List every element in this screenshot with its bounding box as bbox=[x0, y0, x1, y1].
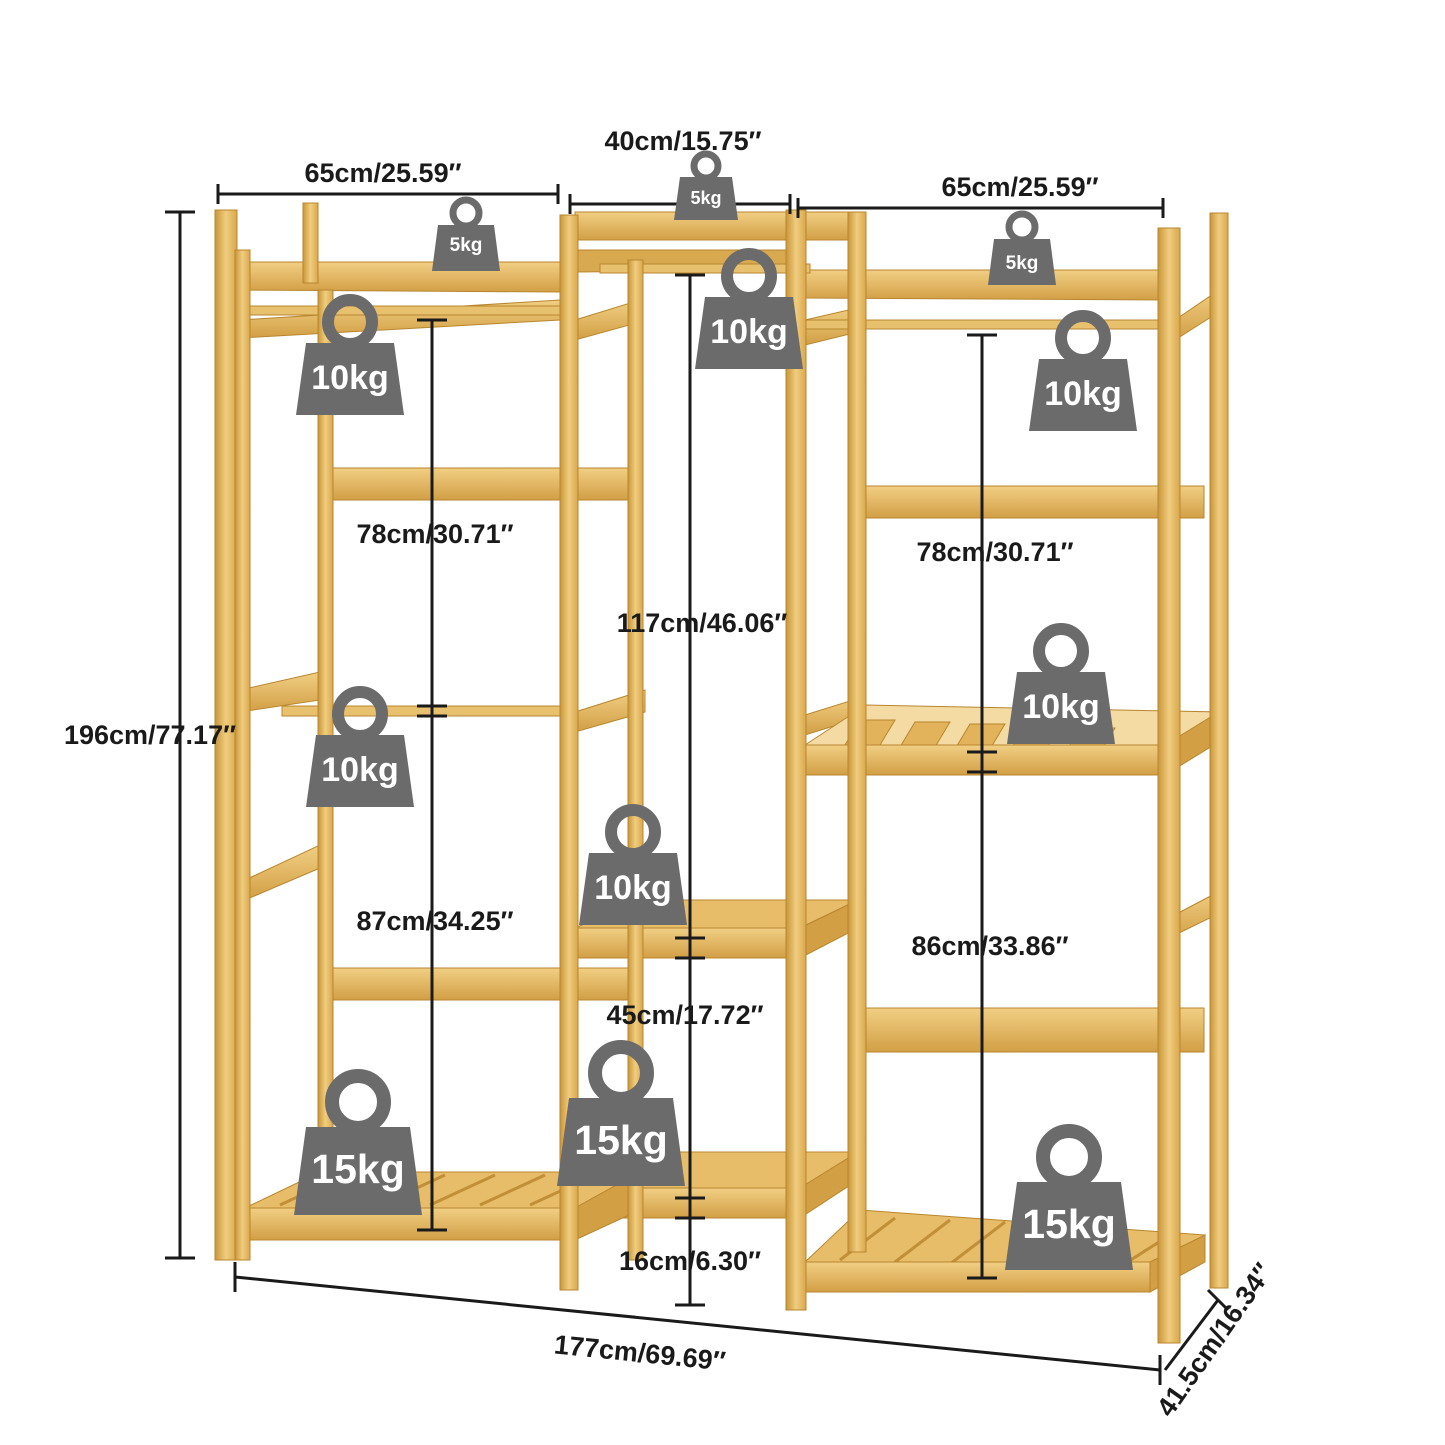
dim-total-width: 177cm/69.69″ bbox=[553, 1330, 727, 1377]
dim-center-bottom: 16cm/6.30″ bbox=[619, 1246, 761, 1276]
weight-icon: 10kg bbox=[296, 294, 404, 415]
weight-label-shelf-center-bottom: 15kg bbox=[574, 1117, 667, 1163]
weight-icon: 15kg bbox=[294, 1069, 422, 1215]
cross-bars bbox=[239, 287, 1223, 1053]
weight-label-top-center: 5kg bbox=[690, 188, 721, 208]
wardrobe-frame bbox=[214, 202, 1229, 1344]
dim-right-upper: 78cm/30.71″ bbox=[916, 537, 1073, 567]
weight-icon: 10kg bbox=[579, 804, 687, 925]
weight-label-shelf-right-mid: 10kg bbox=[1022, 688, 1100, 726]
weight-label-shelf-left-bottom: 15kg bbox=[311, 1146, 404, 1192]
weight-label-rod-left-mid: 10kg bbox=[321, 751, 399, 789]
weight-icon: 5kg bbox=[674, 150, 738, 220]
weight-icon: 10kg bbox=[695, 248, 803, 369]
weight-icon: 10kg bbox=[306, 686, 414, 807]
weight-label-rod-right-top: 10kg bbox=[1044, 375, 1122, 413]
dim-center-rod: 117cm/46.06″ bbox=[617, 608, 788, 638]
dim-total-height: 196cm/77.17″ bbox=[64, 720, 236, 750]
weight-icon: 10kg bbox=[1029, 310, 1137, 431]
weight-icon: 10kg bbox=[1007, 623, 1115, 744]
vertical-posts bbox=[214, 202, 1229, 1344]
dimension-lines bbox=[165, 184, 1230, 1385]
weight-icons: 5kg 5kg 5kg 10kg 10kg 10kg bbox=[294, 150, 1137, 1270]
weight-label-rod-left-top: 10kg bbox=[311, 359, 389, 397]
dim-left-upper: 78cm/30.71″ bbox=[356, 519, 513, 549]
weight-icon: 5kg bbox=[432, 196, 500, 271]
weight-icon: 15kg bbox=[1005, 1124, 1133, 1270]
dim-top-center-width: 40cm/15.75″ bbox=[604, 126, 761, 156]
weight-icon: 15kg bbox=[557, 1040, 685, 1186]
weight-label-rod-center: 10kg bbox=[710, 313, 788, 351]
dim-right-lower: 86cm/33.86″ bbox=[911, 931, 1068, 961]
weight-label-top-right: 5kg bbox=[1006, 253, 1039, 274]
dim-center-shelf-gap: 45cm/17.72″ bbox=[606, 1000, 763, 1030]
dim-top-left-width: 65cm/25.59″ bbox=[304, 158, 461, 188]
weight-label-top-left: 5kg bbox=[450, 235, 483, 256]
weight-label-shelf-center-mid: 10kg bbox=[594, 869, 672, 907]
dim-top-right-width: 65cm/25.59″ bbox=[941, 172, 1098, 202]
weight-label-shelf-right-bottom: 15kg bbox=[1022, 1201, 1115, 1247]
weight-icon: 5kg bbox=[988, 210, 1056, 285]
dim-left-lower: 87cm/34.25″ bbox=[356, 906, 513, 936]
